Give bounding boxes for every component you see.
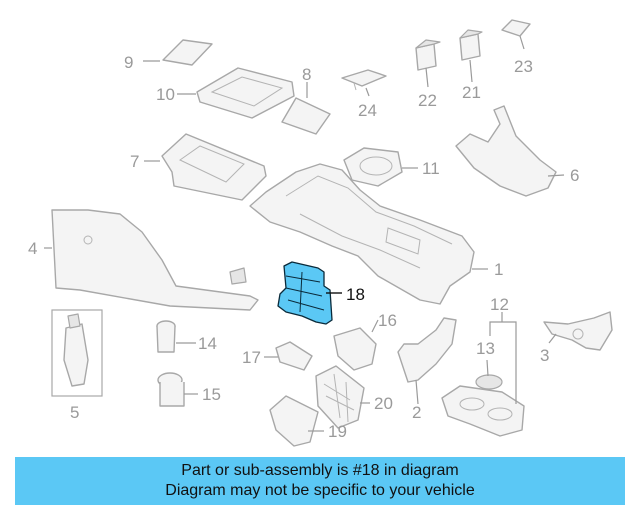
callout-21: 21	[462, 83, 481, 102]
callout-2: 2	[412, 403, 421, 422]
callout-10: 10	[156, 85, 175, 104]
callout-6: 6	[570, 166, 579, 185]
parts-diagram: 9 10 8 24 22 21 23 6 7 11 1 4 18 16 14 1…	[28, 19, 613, 447]
part-9-pad	[162, 39, 213, 66]
part-5-bracket	[51, 309, 103, 397]
part-10-tray	[196, 67, 295, 119]
callout-4: 4	[28, 239, 37, 258]
callout-19: 19	[328, 422, 347, 441]
part-7-bin	[161, 133, 267, 201]
part-21-switch	[459, 29, 483, 61]
banner-line-2: Diagram may not be specific to your vehi…	[165, 482, 475, 499]
part-18-highlighted	[277, 261, 333, 325]
callout-23: 23	[514, 57, 533, 76]
part-16-pocket	[333, 327, 377, 371]
callout-11: 11	[422, 159, 440, 178]
part-15-lighter	[157, 372, 185, 407]
info-banner: Part or sub-assembly is #18 in diagram D…	[15, 457, 625, 505]
callout-22: 22	[418, 91, 437, 110]
part-2-bracket	[397, 317, 457, 383]
part-22-switch	[415, 39, 441, 71]
callout-3: 3	[540, 346, 549, 365]
part-13-cup	[475, 374, 503, 390]
callout-7: 7	[130, 152, 139, 171]
callout-12: 12	[490, 295, 509, 314]
part-3-bracket	[543, 311, 613, 351]
part-12-cupholder	[441, 385, 525, 437]
part-6-trim	[455, 105, 557, 197]
banner-line-1: Part or sub-assembly is #18 in diagram	[181, 462, 459, 479]
callout-24: 24	[358, 101, 377, 120]
callout-5: 5	[70, 403, 79, 422]
part-1-console	[249, 163, 475, 305]
callout-9: 9	[124, 53, 133, 72]
leader-lines	[44, 35, 565, 432]
part-20-grid	[315, 365, 365, 429]
part-18-body	[277, 261, 333, 325]
callout-13: 13	[476, 339, 495, 358]
part-8-mat	[281, 97, 331, 135]
callout-1: 1	[494, 260, 503, 279]
callout-16: 16	[378, 311, 397, 330]
callout-20: 20	[374, 394, 393, 413]
part-19-mat	[269, 395, 319, 447]
part-23-cap	[501, 19, 531, 37]
callout-15: 15	[202, 385, 221, 404]
part-14-socket	[156, 320, 176, 353]
part-11-boot	[343, 147, 403, 187]
callout-18: 18	[346, 285, 365, 304]
part-24-clip	[341, 69, 387, 91]
callout-14: 14	[198, 334, 217, 353]
part-17-plate	[275, 341, 313, 371]
part-4-side-panel	[51, 209, 259, 311]
callout-8: 8	[302, 65, 311, 84]
callout-17: 17	[242, 348, 261, 367]
